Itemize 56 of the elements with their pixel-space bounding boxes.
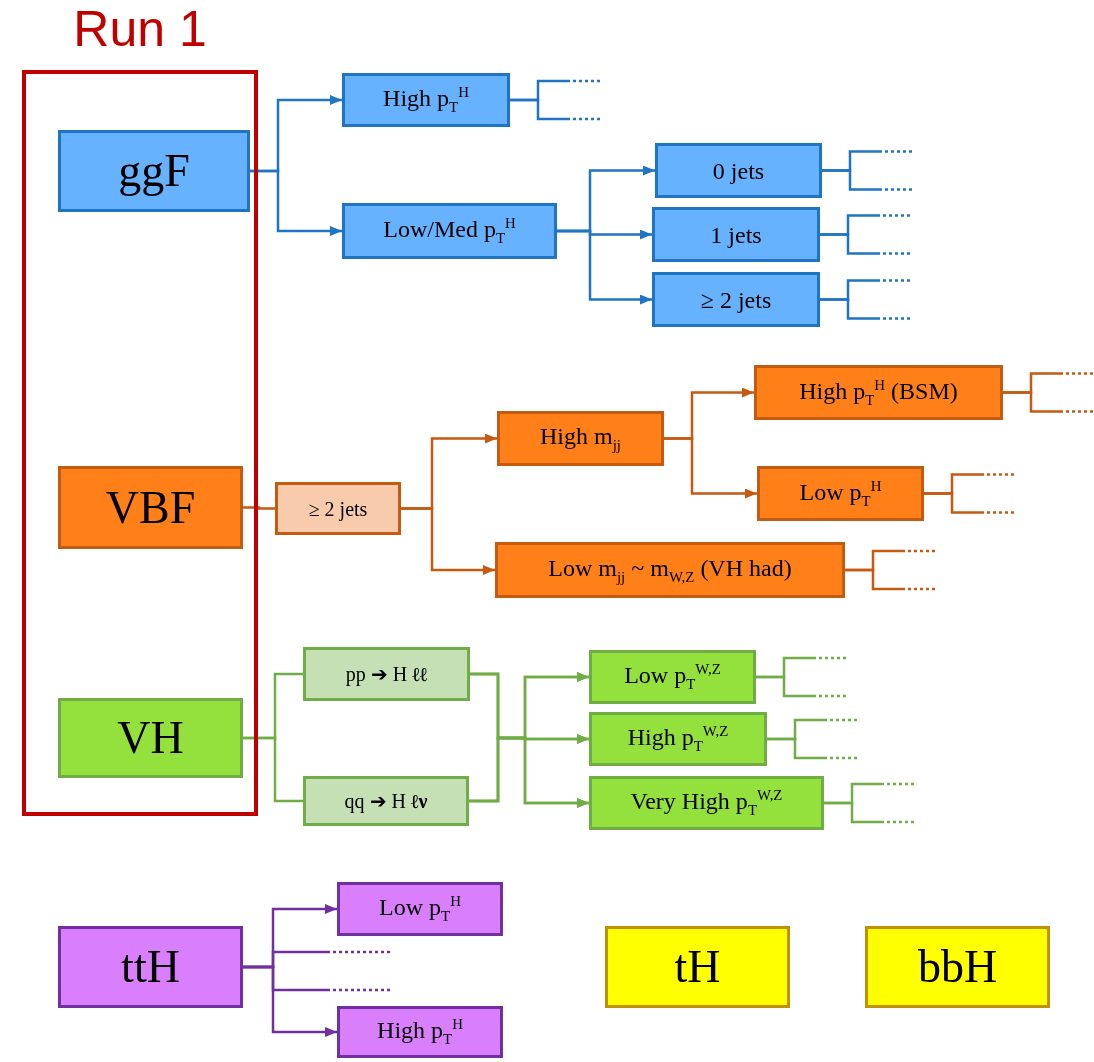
bin-box [275,482,401,535]
box-label: pp ➔ H ℓℓ [345,664,428,684]
branch-stub [845,568,935,591]
branch-stub [924,492,1014,514]
bin-box [342,73,510,127]
category-box [605,926,790,1008]
box-label: High m$_{jj}$ [540,424,621,453]
box-label: ≥ 2 jets [700,287,772,312]
connector-arrow [557,229,652,305]
branch-stub [510,98,600,121]
connector-line [243,506,275,510]
box-label: 0 jets [712,158,765,183]
category-box [58,130,250,212]
branch-stub [756,675,846,698]
bin-box [589,712,767,766]
bin-box [497,411,664,466]
box-label: ggF [118,148,190,194]
category-box [58,698,243,778]
box-label: qq ➔ H ℓν [344,791,428,811]
bin-box [589,650,756,704]
branch-stub [822,169,912,191]
connector-arrow [250,169,342,236]
bin-box [303,647,470,701]
box-label: Low m$_{jj}$ ~ m$_{W,Z}$ (VH had) [548,555,792,585]
bin-box [652,207,820,262]
connector-arrow [664,437,757,499]
bin-box [589,776,824,830]
box-label: 1 jets [710,222,762,247]
bin-box [337,882,503,936]
connector-arrow [243,965,337,1037]
frame-heading: Run 1 [72,2,208,57]
bin-box [495,542,845,598]
bin-box [655,143,822,198]
category-box [58,926,243,1008]
box-label: VH [117,715,184,761]
box-label: VBF [105,484,196,531]
bin-box [303,776,469,826]
bin-box [337,1006,503,1058]
category-box [865,926,1050,1008]
bin-box [754,365,1003,420]
connector-arrow [401,507,495,575]
branch-stub [824,801,914,824]
bin-box [652,272,820,327]
box-label: bbH [917,944,998,990]
category-box [58,466,243,549]
branch-stub [820,233,910,255]
branch-stub [820,298,910,320]
box-label: tH [674,944,721,990]
box-label: ≥ 2 jets [308,498,368,519]
bin-box [342,203,557,259]
box-label: High p$_{T}$$^{H}$ (BSM) [799,377,958,408]
branch-stub [767,737,857,760]
box-label: ttH [121,944,180,990]
branch-stub [1003,391,1093,413]
connector-line [243,736,303,803]
bin-box [757,466,924,521]
